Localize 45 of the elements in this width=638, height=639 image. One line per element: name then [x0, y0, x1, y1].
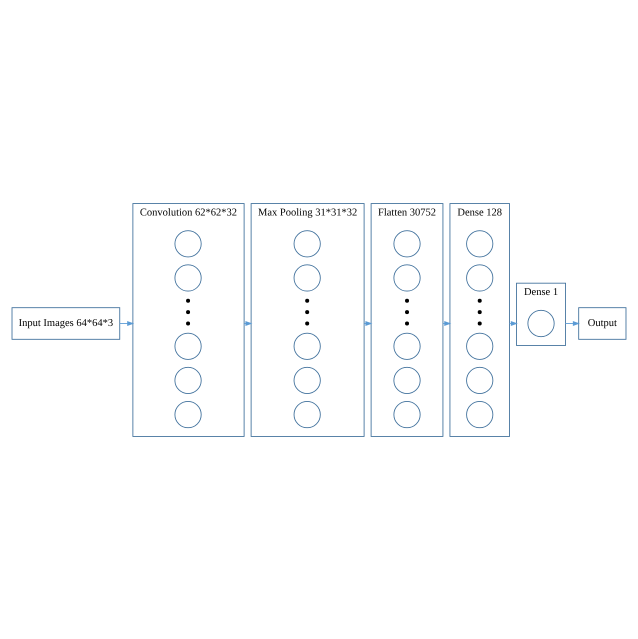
- node-dot: [405, 298, 410, 302]
- node-circle: [466, 264, 494, 292]
- node-circle: [466, 400, 494, 428]
- node-circle: [393, 264, 421, 292]
- node-circle: [294, 366, 321, 394]
- cluster: Convolution 62*62*32: [132, 202, 245, 436]
- node-circle: [174, 366, 202, 394]
- node-dot: [478, 310, 482, 314]
- node-dot: [405, 320, 410, 326]
- arrow: [565, 320, 580, 326]
- node-circle: [466, 332, 494, 360]
- node-dot: [305, 310, 310, 314]
- node-circle: [393, 400, 421, 428]
- node-dot: [305, 320, 310, 326]
- node-dot: [478, 298, 482, 302]
- node-circle: [294, 400, 321, 428]
- node-circle: [466, 366, 494, 394]
- cluster: Dense 1: [516, 282, 566, 346]
- node-dot: [186, 310, 190, 314]
- node-circle: [174, 264, 202, 292]
- arrow: [509, 320, 518, 326]
- node-circle: [393, 230, 421, 257]
- node-dot: [186, 320, 190, 326]
- node-circle: [294, 230, 321, 257]
- node-dot: [405, 310, 410, 314]
- node-box: Input Images 64*64*3: [12, 306, 120, 340]
- cluster: Flatten 30752: [370, 202, 444, 436]
- cluster: Dense 128: [450, 202, 510, 436]
- arrow: [364, 320, 372, 326]
- cluster: Max Pooling 31*31*32: [250, 202, 365, 436]
- node-circle: [174, 332, 202, 360]
- node-circle: [527, 309, 555, 337]
- node-box: Output: [578, 306, 626, 340]
- node-circle: [294, 332, 321, 360]
- node-circle: [393, 332, 421, 360]
- node-dot: [186, 298, 190, 302]
- node-circle: [466, 230, 494, 257]
- node-circle: [393, 366, 421, 394]
- node-dot: [478, 320, 482, 326]
- node-circle: [174, 230, 202, 257]
- node-circle: [174, 400, 202, 428]
- node-circle: [294, 264, 321, 292]
- node-dot: [305, 298, 310, 302]
- arrow: [119, 320, 134, 326]
- arrow: [244, 320, 252, 326]
